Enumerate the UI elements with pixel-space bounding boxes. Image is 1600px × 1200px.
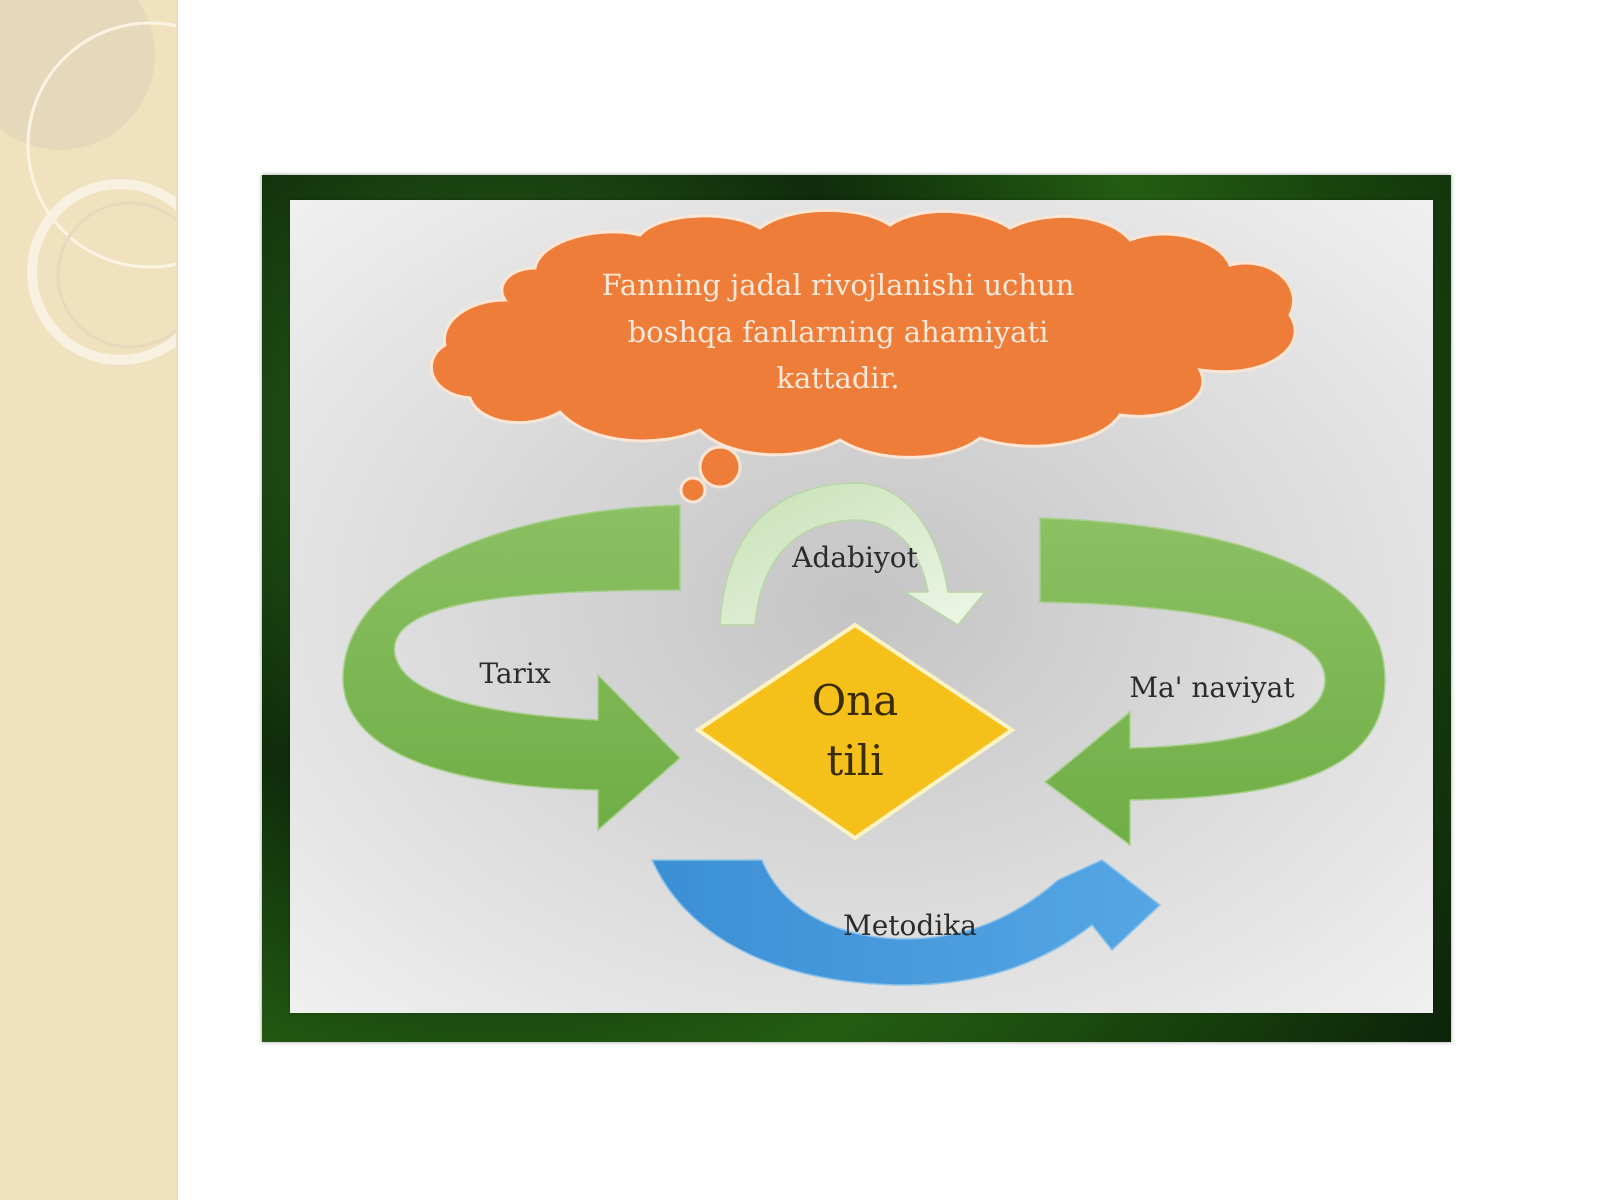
cloud-bubble-small — [679, 476, 707, 504]
cloud-text-line1: Fanning jadal rivojlanishi uchun — [602, 268, 1075, 302]
cloud-bubble-large — [698, 445, 742, 489]
cloud-text-line3: kattadir. — [776, 361, 899, 395]
diamond-shape — [694, 622, 1016, 841]
arrow-metodika-label: Metodika — [843, 909, 977, 942]
arrow-manaviyat-label: Ma' naviyat — [1129, 671, 1295, 704]
arrow-metodika: Metodika — [650, 859, 1162, 986]
arrow-manaviyat-shape — [1039, 517, 1386, 847]
side-panel — [0, 0, 178, 1200]
ring-shape — [56, 201, 176, 349]
decorative-rings — [0, 0, 176, 365]
arrow-adabiyot-label: Adabiyot — [791, 541, 918, 574]
ring-shape — [26, 21, 176, 269]
center-text-line1: Ona — [812, 676, 899, 725]
arrow-metodika-shape — [650, 859, 1162, 986]
arrow-adabiyot-shape — [719, 482, 987, 626]
thought-cloud: Fanning jadal rivojlanishi uchun boshqa … — [429, 208, 1297, 504]
cloud-text-line2: boshqa fanlarning ahamiyati — [628, 315, 1049, 349]
ring-shape — [27, 179, 176, 365]
arrow-tarix-shape — [342, 504, 682, 832]
cloud-shape — [429, 208, 1297, 459]
arrow-manaviyat: Ma' naviyat — [1039, 517, 1386, 847]
arrow-tarix: Tarix — [342, 504, 682, 832]
arrow-tarix-label: Tarix — [479, 657, 551, 690]
arrow-adabiyot: Adabiyot — [719, 482, 987, 626]
ring-shape — [0, 0, 155, 150]
center-text-line2: tili — [826, 736, 883, 785]
center-diamond: Ona tili — [694, 622, 1016, 841]
